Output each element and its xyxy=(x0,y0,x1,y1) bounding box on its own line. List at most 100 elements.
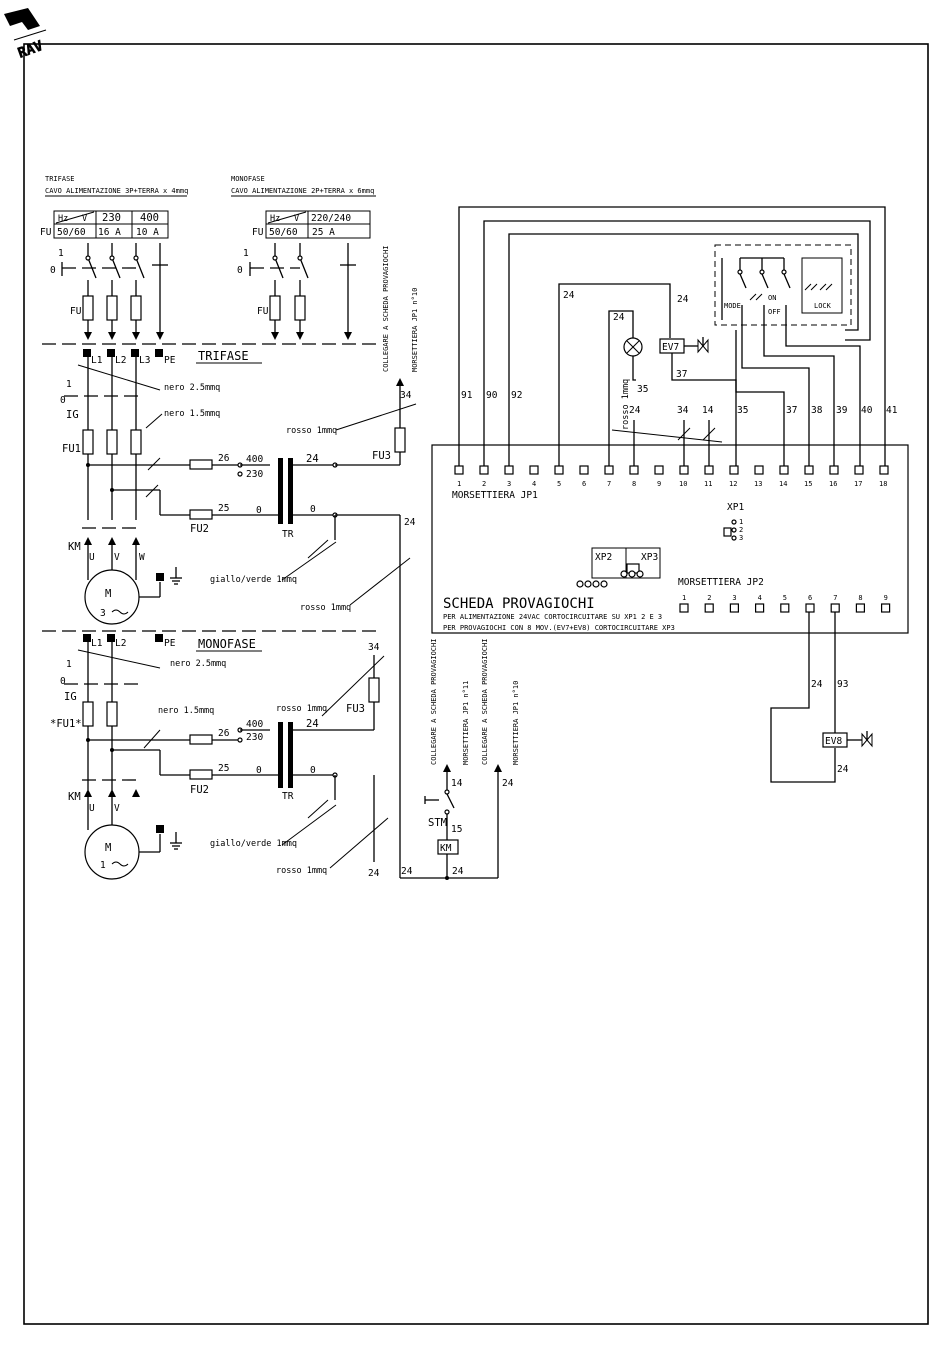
svg-text:XP3: XP3 xyxy=(641,552,658,563)
svg-text:V: V xyxy=(294,214,299,224)
jp1-terminal-label: 9 xyxy=(657,480,661,488)
svg-text:TR: TR xyxy=(282,791,294,802)
svg-text:3: 3 xyxy=(739,534,743,542)
jp1-terminal-15 xyxy=(804,465,814,475)
jp2-terminal-label: 2 xyxy=(707,594,711,602)
svg-text:XP2: XP2 xyxy=(595,552,612,563)
jp1-terminal-label: 6 xyxy=(582,480,586,488)
jp1-terminal-label: 2 xyxy=(482,480,486,488)
svg-text:LOCK: LOCK xyxy=(814,302,832,310)
jp1-terminal-label: 8 xyxy=(632,480,636,488)
note-collegare-3: COLLEGARE A SCHEDA PROVAGIOCHI xyxy=(481,639,489,765)
svg-text:26: 26 xyxy=(218,728,230,739)
svg-text:L2: L2 xyxy=(115,355,126,366)
svg-text:W: W xyxy=(139,552,145,563)
svg-text:FU: FU xyxy=(252,227,264,238)
jp2-terminal-1 xyxy=(679,603,689,613)
jp2-terminal-5 xyxy=(780,603,790,613)
svg-text:ON: ON xyxy=(768,294,776,302)
svg-text:230: 230 xyxy=(246,469,263,480)
svg-text:giallo/verde 1mmq: giallo/verde 1mmq xyxy=(210,575,297,585)
svg-text:nero 2.5mmq: nero 2.5mmq xyxy=(164,383,220,393)
svg-text:24: 24 xyxy=(613,312,625,323)
svg-text:1: 1 xyxy=(100,860,106,871)
jp2-terminal-label: 3 xyxy=(732,594,736,602)
svg-text:FU2: FU2 xyxy=(190,784,209,796)
svg-text:35: 35 xyxy=(737,405,748,416)
note-jp1-10-b: MORSETTIERA JP1 n°10 xyxy=(512,681,520,765)
jp2-terminal-label: 8 xyxy=(858,594,862,602)
svg-text:FU: FU xyxy=(257,306,269,317)
svg-text:V: V xyxy=(114,803,120,814)
svg-text:24: 24 xyxy=(837,764,849,775)
jp2-terminal-label: 4 xyxy=(758,594,762,602)
svg-text:25: 25 xyxy=(218,763,229,774)
svg-text:MORSETTIERA JP1: MORSETTIERA JP1 xyxy=(452,490,538,501)
svg-text:rosso 1mmq: rosso 1mmq xyxy=(286,426,337,436)
jp1-terminal-13 xyxy=(754,465,764,475)
trifase-section-title: TRIFASE xyxy=(198,349,249,363)
jp1-terminal-label: 4 xyxy=(532,480,536,488)
svg-text:24: 24 xyxy=(811,679,823,690)
monofase-main-switch: 1 0 FU xyxy=(237,243,356,340)
svg-text:V: V xyxy=(82,214,87,224)
svg-text:93: 93 xyxy=(837,679,848,690)
svg-text:90: 90 xyxy=(486,390,498,401)
svg-text:40: 40 xyxy=(861,405,873,416)
svg-text:220/240: 220/240 xyxy=(311,213,351,224)
board-title: SCHEDA PROVAGIOCHI xyxy=(443,596,595,612)
svg-text:230: 230 xyxy=(102,212,121,224)
svg-text:nero 1.5mmq: nero 1.5mmq xyxy=(158,706,214,716)
jp2-terminal-7 xyxy=(830,603,840,613)
jp1-terminal-14 xyxy=(779,465,789,475)
svg-text:KM: KM xyxy=(68,541,81,553)
svg-text:1: 1 xyxy=(739,518,743,526)
svg-text:41: 41 xyxy=(886,405,898,416)
trifase-power-section: L1 L2 L3 PE TRIFASE nero 2.5mmq 1 0 IG n… xyxy=(60,349,417,878)
svg-text:PER ALIMENTAZIONE 24VAC CORTOC: PER ALIMENTAZIONE 24VAC CORTOCIRCUITARE … xyxy=(443,613,662,621)
jp1-terminal-9 xyxy=(654,465,664,475)
jp1-terminal-3 xyxy=(504,465,514,475)
svg-text:24: 24 xyxy=(563,290,575,301)
svg-text:Hz: Hz xyxy=(270,214,280,224)
svg-text:24: 24 xyxy=(629,405,641,416)
jp2-terminal-2 xyxy=(704,603,714,613)
svg-text:FU3: FU3 xyxy=(372,450,391,462)
note-collegare-2: COLLEGARE A SCHEDA PROVAGIOCHI xyxy=(430,639,438,765)
svg-text:IG: IG xyxy=(64,691,77,703)
svg-text:U: U xyxy=(89,552,95,563)
svg-text:rosso 1mmq: rosso 1mmq xyxy=(300,603,351,613)
svg-text:L3: L3 xyxy=(139,355,150,366)
svg-text:nero 1.5mmq: nero 1.5mmq xyxy=(164,409,220,419)
scheda-provagiochi: SCHEDA PROVAGIOCHI PER ALIMENTAZIONE 24V… xyxy=(431,444,909,634)
jp1-terminal-label: 3 xyxy=(507,480,511,488)
jp1-terminal-label: 12 xyxy=(729,480,737,488)
jp1-terminal-label: 16 xyxy=(829,480,837,488)
note-jp1-10-a: MORSETTIERA JP1 n°10 xyxy=(411,288,419,372)
svg-text:L2: L2 xyxy=(115,638,126,649)
svg-text:37: 37 xyxy=(676,369,687,380)
lamp-icon xyxy=(623,337,643,357)
motor-3-phase: M 3 xyxy=(84,569,161,625)
svg-text:91: 91 xyxy=(461,390,473,401)
jp1-terminal-label: 7 xyxy=(607,480,611,488)
ev8-valve: EV8 xyxy=(822,731,873,748)
motor-1-phase: M 1 xyxy=(84,824,161,880)
jp1-terminal-label: 13 xyxy=(754,480,762,488)
svg-text:STM: STM xyxy=(428,817,447,829)
jp1-terminal-label: 5 xyxy=(557,480,561,488)
monofase-power-section: L1 L2 PE MONOFASE nero 2.5mmq 1 0 IG *FU… xyxy=(50,634,389,880)
jp1-terminal-12 xyxy=(729,465,739,475)
svg-text:rosso 1mmq: rosso 1mmq xyxy=(276,866,327,876)
svg-text:92: 92 xyxy=(511,390,522,401)
jp1-terminal-label: 11 xyxy=(704,480,712,488)
svg-text:PER PROVAGIOCHI CON 8 MOV.(EV7: PER PROVAGIOCHI CON 8 MOV.(EV7+EV8) CORT… xyxy=(443,624,675,632)
monofase-section-title: MONOFASE xyxy=(198,637,256,651)
svg-text:FU1: FU1 xyxy=(62,443,81,455)
svg-text:24: 24 xyxy=(452,866,464,877)
svg-text:PE: PE xyxy=(164,638,176,649)
note-collegare-1: COLLEGARE A SCHEDA PROVAGIOCHI xyxy=(382,246,390,372)
svg-text:24: 24 xyxy=(677,294,689,305)
jp1-terminal-17 xyxy=(854,465,864,475)
